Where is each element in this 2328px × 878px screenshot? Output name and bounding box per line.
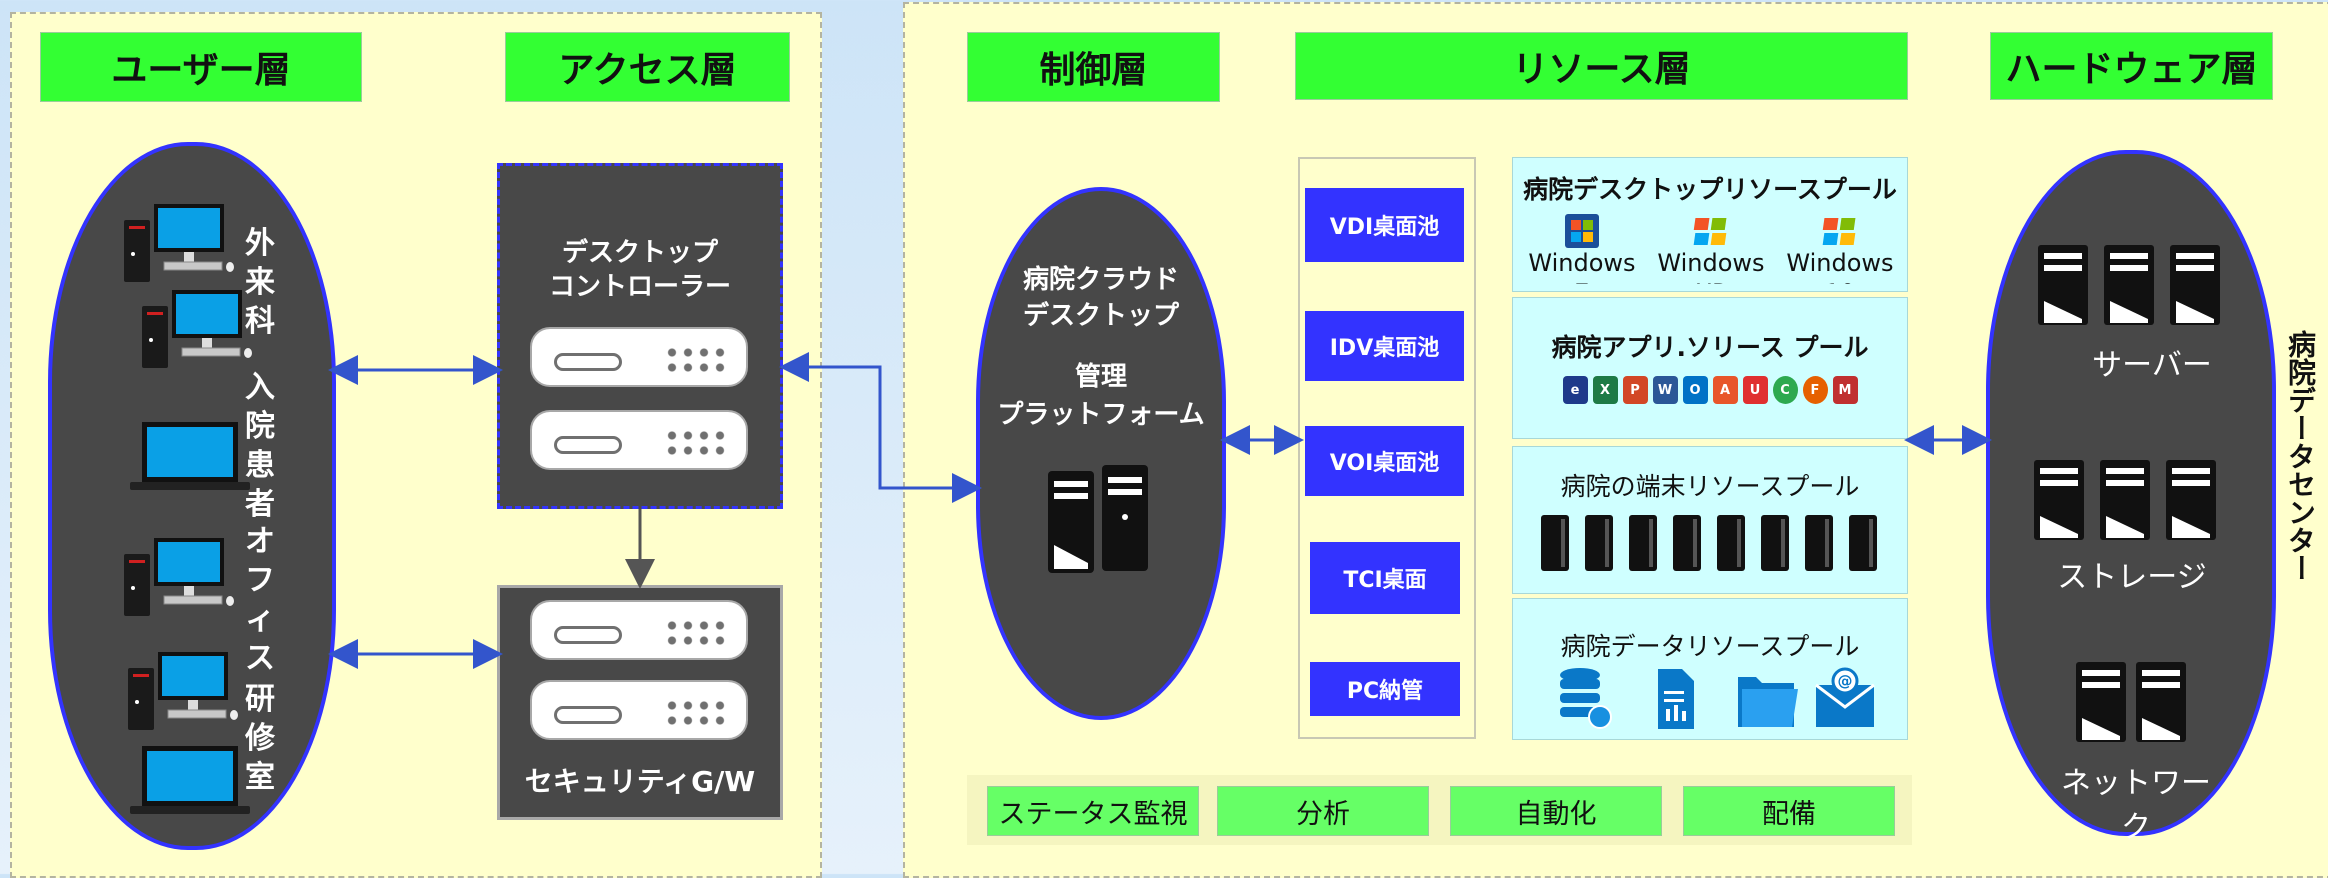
- management-platform-label: 管理 プラットフォーム: [997, 362, 1205, 430]
- data-resource-pool: 病院データリソースプール @: [1512, 598, 1908, 740]
- pdf-app-icon: A: [1712, 376, 1738, 404]
- firefox-app-icon: F: [1802, 376, 1828, 404]
- windows-7-item: Windows 7: [1527, 214, 1637, 284]
- excel-app-icon: X: [1592, 376, 1618, 404]
- windows-logo-icon: [1822, 218, 1856, 245]
- label-inpatient: 入院患者: [245, 370, 275, 522]
- desktop-pool-pc: PC納管: [1310, 662, 1460, 716]
- function-automation: 自動化: [1450, 786, 1662, 836]
- browser-app-icon: e: [1562, 376, 1588, 404]
- label-office: オフィス: [245, 524, 275, 676]
- word-app-icon: W: [1652, 376, 1678, 404]
- controller-device: [530, 327, 748, 387]
- server-tower-icon: [2034, 460, 2216, 540]
- app-resource-pool: 病院アプリ.ソリース プール e X P W O A U C F M: [1512, 297, 1908, 439]
- desktop-controller-label: デスクトップ コントローラー: [548, 238, 731, 302]
- server-tower-icon: [1048, 465, 1148, 573]
- desktop-pool-voi: VOI桌面池: [1305, 426, 1464, 496]
- hardware-server-label: サーバー: [2092, 348, 2212, 383]
- label-training: 研修室: [245, 682, 275, 795]
- app-icons: e X P W O A U C F M: [1513, 376, 1907, 404]
- desktop-resource-pool-title: 病院デスクトップリソースプール: [1523, 175, 1897, 204]
- hardware-storage-label: ストレージ: [2057, 560, 2207, 595]
- windows-10-item: Windows 10: [1785, 214, 1895, 284]
- server-tower-icon: [2038, 245, 2220, 325]
- function-deployment: 配備: [1683, 786, 1895, 836]
- chrome-app-icon: C: [1772, 376, 1798, 404]
- gateway-device: [530, 600, 748, 660]
- server-tower-icon: [2076, 662, 2186, 742]
- terminal-devices: [1541, 515, 1877, 571]
- control-layer-header: 制御層: [967, 32, 1220, 102]
- gateway-device: [530, 680, 748, 740]
- hardware-layer-header: ハードウェア層: [1990, 32, 2273, 100]
- terminal-resource-pool-title: 病院の端末リソースプール: [1560, 472, 1860, 501]
- windows-logo-icon: [1693, 218, 1727, 245]
- datacenter-label: 病院データセンター: [2284, 330, 2317, 582]
- windows-xp-item: Windows XP: [1656, 214, 1766, 284]
- desktop-pc-icon: [127, 651, 239, 731]
- resource-layer-header: リソース層: [1295, 32, 1908, 100]
- email-icon: @: [1815, 667, 1875, 727]
- data-resource-pool-title: 病院データリソースプール: [1560, 632, 1860, 661]
- desktop-pool-tci: TCI桌面: [1310, 542, 1460, 614]
- data-icons: @: [1560, 667, 1875, 729]
- svg-text:@: @: [1838, 672, 1853, 690]
- access-layer-header: アクセス層: [505, 32, 790, 102]
- folder-icon: [1738, 677, 1798, 727]
- desktop-pc-icon: [141, 289, 253, 369]
- security-gateway-label: セキュリティG/W: [524, 765, 756, 798]
- media-app-icon: M: [1832, 376, 1858, 404]
- windows-logo-icon: [1565, 214, 1599, 248]
- document-icon: [1658, 669, 1694, 729]
- desktop-pool-vdi: VDI桌面池: [1305, 188, 1464, 262]
- user-devices: [123, 203, 253, 814]
- database-icon: [1560, 668, 1612, 729]
- outlook-app-icon: O: [1682, 376, 1708, 404]
- desktop-resource-pool: 病院デスクトップリソースプール Windows 7 Windows XP Win…: [1512, 157, 1908, 292]
- desktop-pool-idv: IDV桌面池: [1305, 311, 1464, 381]
- terminal-resource-pool: 病院の端末リソースプール: [1512, 446, 1908, 594]
- laptop-icon: [130, 746, 250, 814]
- shield-app-icon: U: [1742, 376, 1768, 404]
- laptop-icon: [130, 422, 250, 490]
- label-outpatient: 外来科: [245, 226, 275, 339]
- desktop-pc-icon: [123, 537, 235, 617]
- app-resource-pool-title: 病院アプリ.ソリース プール: [1551, 333, 1869, 362]
- user-layer-header: ユーザー層: [40, 32, 362, 102]
- function-status-monitor: ステータス監視: [987, 786, 1199, 836]
- hardware-network-label: ネットワーク: [2061, 766, 2211, 845]
- cloud-desktop-title: 病院クラウド デスクトップ: [1022, 265, 1179, 331]
- function-analysis: 分析: [1217, 786, 1429, 836]
- desktop-pc-icon: [123, 203, 235, 283]
- controller-device: [530, 410, 748, 470]
- powerpoint-app-icon: P: [1622, 376, 1648, 404]
- hardware-icons: [2034, 245, 2220, 742]
